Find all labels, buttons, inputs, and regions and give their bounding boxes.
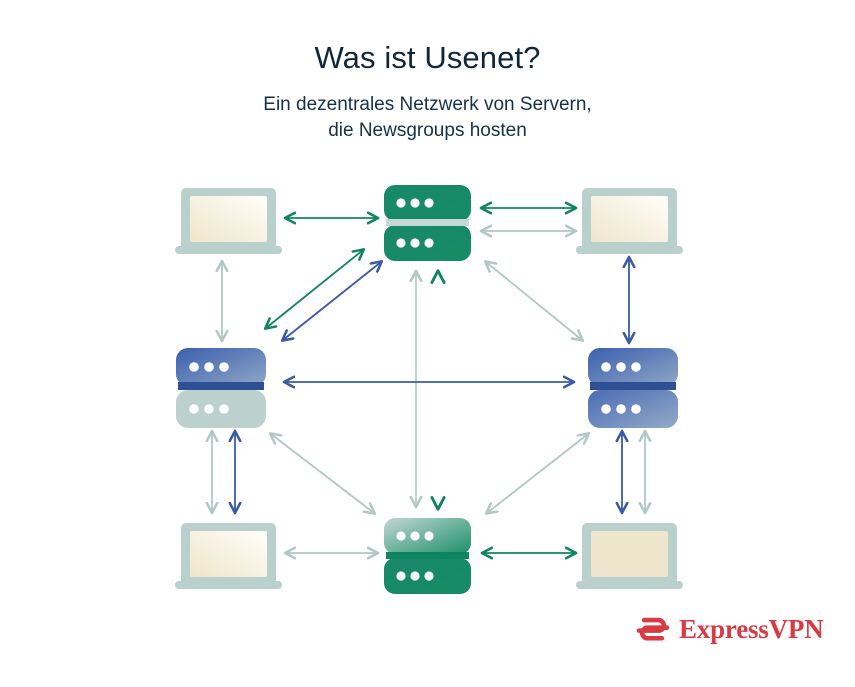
node-server-bottom-center <box>384 518 471 594</box>
node-laptop-bottom-right <box>576 523 683 589</box>
expressvpn-wordmark: ExpressVPN <box>679 613 824 644</box>
header: Was ist Usenet? Ein dezentrales Netzwerk… <box>0 0 855 143</box>
connections-group <box>212 208 645 553</box>
subtitle-line-1: Ein dezentrales Netzwerk von Servern, <box>263 94 592 115</box>
page-title: Was ist Usenet? <box>314 40 541 75</box>
expressvpn-logo-icon <box>636 617 670 641</box>
subtitle-line-2: die Newsgroups hosten <box>328 119 527 141</box>
node-laptop-top-right <box>576 188 683 254</box>
node-laptop-top-left <box>175 188 282 254</box>
node-server-middle-left <box>176 348 266 428</box>
connection-server-middle-left-server-bottom-center <box>271 434 374 513</box>
page-subtitle: Ein dezentrales Netzwerk von Servern, di… <box>0 92 855 143</box>
node-laptop-bottom-left <box>175 523 282 589</box>
expressvpn-logo[interactable]: ExpressVPN <box>636 612 824 646</box>
node-server-top-center <box>384 185 471 261</box>
node-server-middle-right <box>588 348 678 428</box>
connection-server-top-center-server-middle-right <box>486 262 582 340</box>
connection-server-bottom-center-server-middle-right <box>487 434 588 513</box>
connection-server-middle-left-server-top-center-blue <box>283 262 381 340</box>
